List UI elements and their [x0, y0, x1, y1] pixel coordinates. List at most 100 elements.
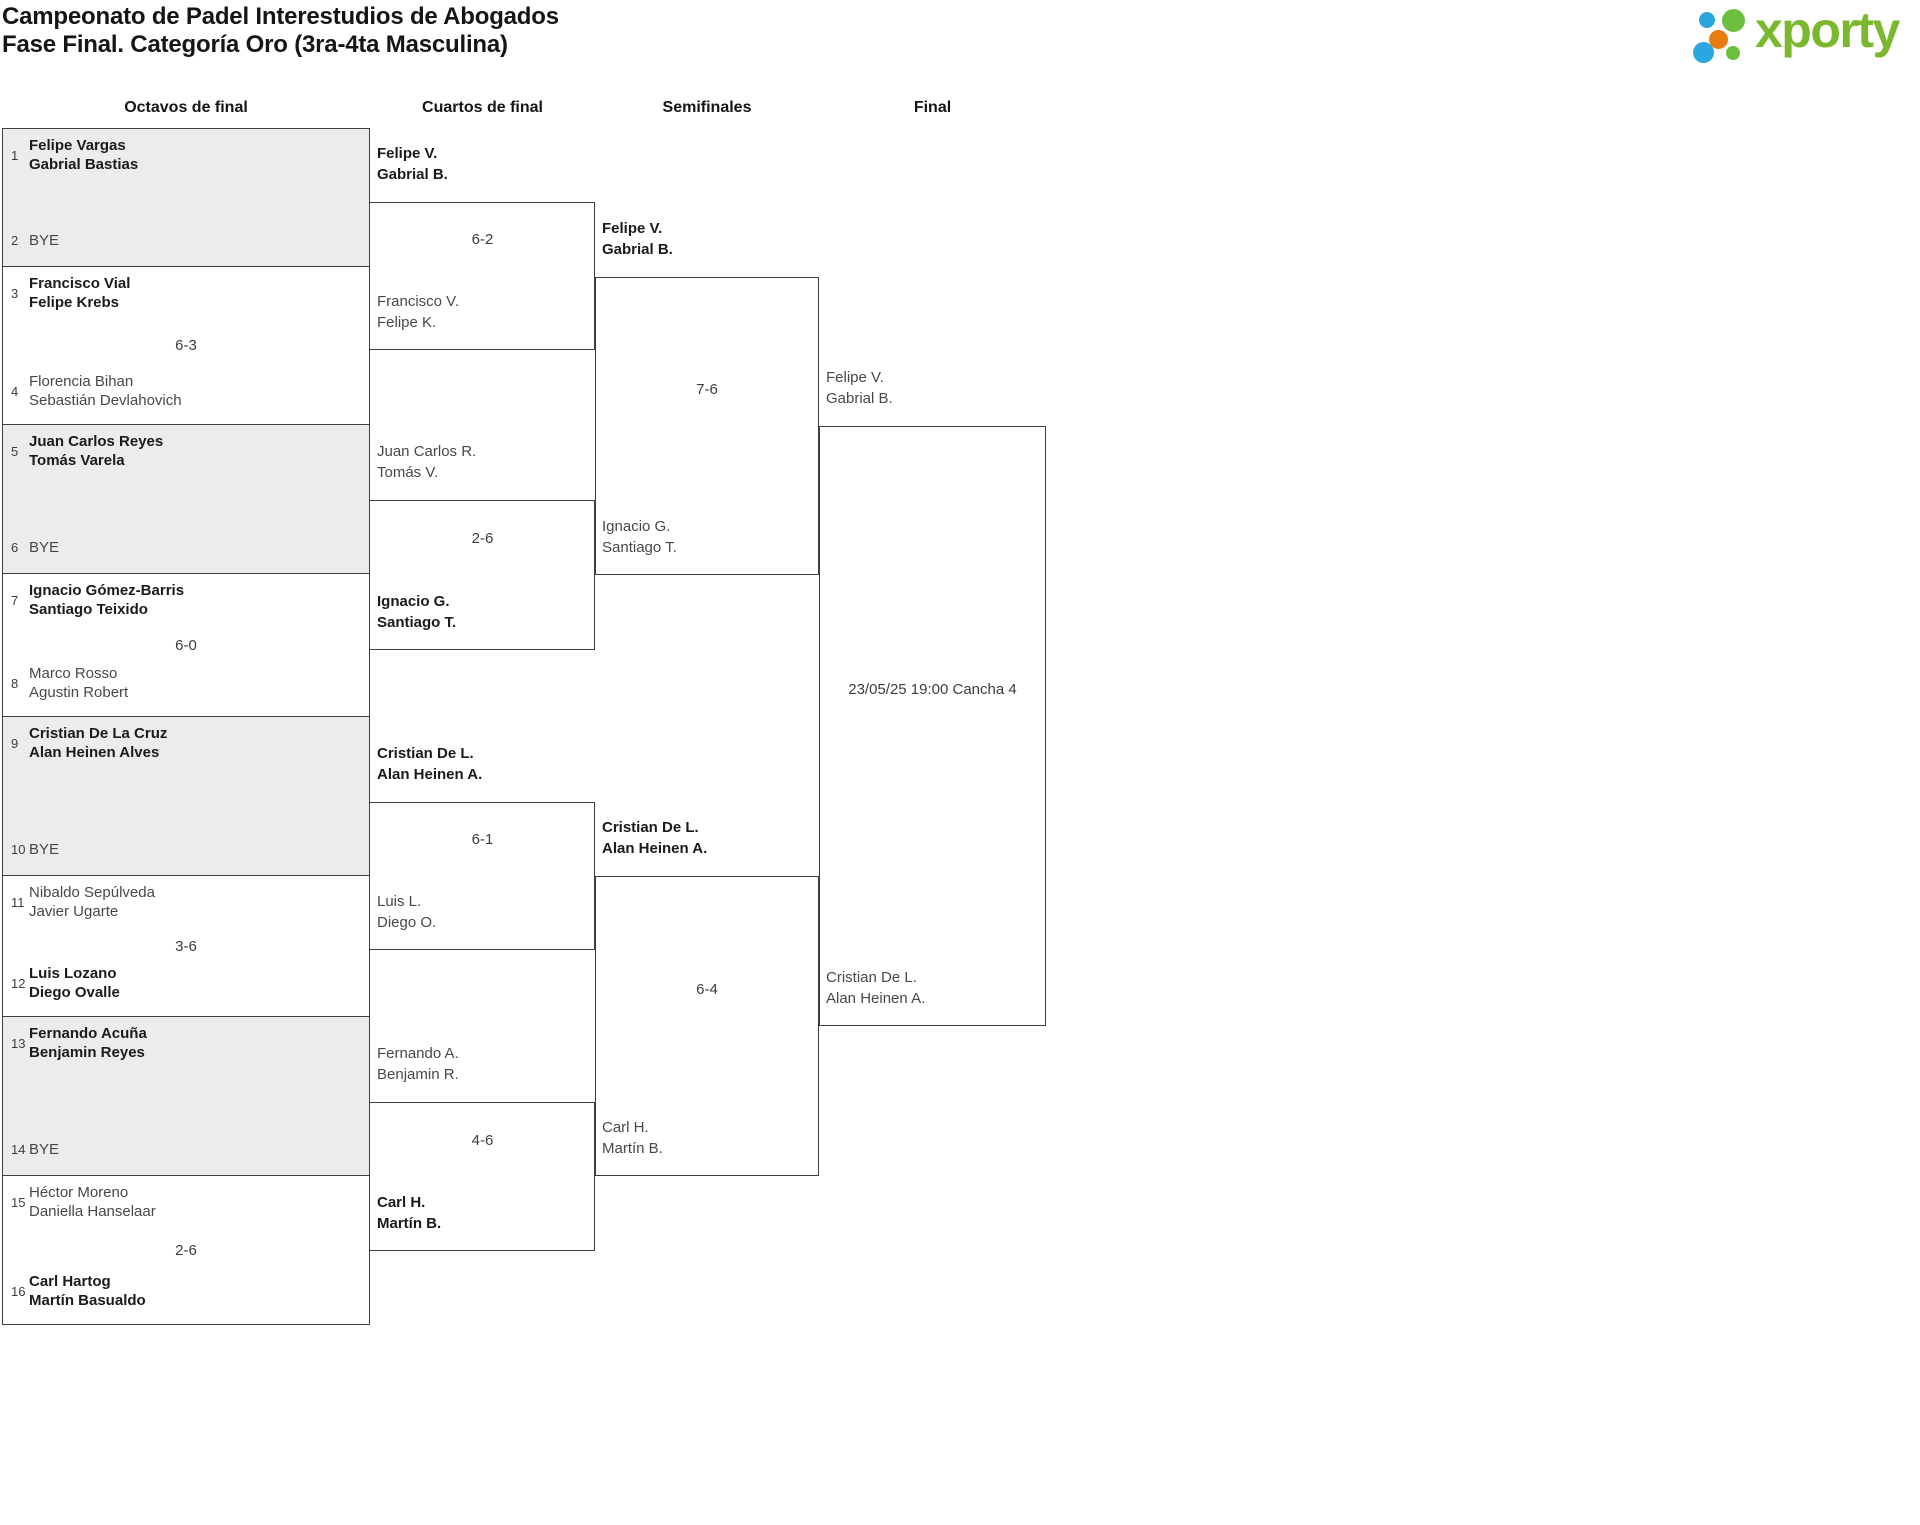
- cuartos-match-1-box: [370, 202, 595, 350]
- pair-name-line: Cristian De L.: [826, 969, 917, 986]
- round-header-final: Final: [913, 99, 952, 116]
- cuartos-match-2-box: [370, 500, 595, 650]
- team-names: BYE: [29, 538, 59, 557]
- team-name-line: Alan Heinen Alves: [29, 744, 160, 761]
- team-names: BYE: [29, 231, 59, 250]
- team-name-line: Francisco Vial: [29, 275, 131, 292]
- seed-number: 12: [11, 975, 26, 991]
- pair-name-line: Alan Heinen A.: [826, 990, 926, 1007]
- logo-dot-orange: [1709, 30, 1728, 49]
- final-schedule-note: 23/05/25 19:00 Cancha 4: [848, 681, 1017, 698]
- team-name-line: Santiago Teixido: [29, 601, 148, 618]
- cuartos-bottom-pair: Carl H.Martín B.: [377, 1192, 441, 1234]
- pair-name-line: Cristian De L.: [602, 819, 699, 836]
- seed-number: 8: [11, 675, 19, 691]
- seed-number: 10: [11, 842, 26, 857]
- cuartos-bottom-pair: Francisco V.Felipe K.: [377, 291, 459, 333]
- pair-name-line: Felipe V.: [377, 145, 438, 162]
- match-score: 6-2: [471, 231, 494, 248]
- seed-number: 9: [11, 735, 19, 751]
- page-title-line1: Campeonato de Padel Interestudios de Abo…: [2, 3, 559, 30]
- cuartos-match-3-box: [370, 802, 595, 950]
- team-name-line: BYE: [29, 232, 60, 249]
- pair-name-line: Diego O.: [377, 914, 437, 931]
- pair-name-line: Luis L.: [377, 893, 422, 910]
- cuartos-bottom-pair: Ignacio G.Santiago T.: [377, 591, 456, 633]
- round-header-cuartos: Cuartos de final: [422, 99, 543, 116]
- match-score: 2-6: [471, 530, 494, 547]
- pair-name-line: Felipe V.: [602, 220, 663, 237]
- semifinales-match-1-box: [595, 277, 819, 575]
- team-name-line: Luis Lozano: [29, 965, 117, 982]
- seed-number: 6: [11, 540, 19, 555]
- seed-number: 15: [11, 1194, 26, 1210]
- team-name-line: Ignacio Gómez-Barris: [29, 582, 185, 599]
- cuartos-top-pair: Cristian De L.Alan Heinen A.: [377, 743, 482, 785]
- seed-number: 3: [11, 285, 19, 301]
- cuartos-top-pair: Juan Carlos R.Tomás V.: [377, 441, 476, 483]
- team-name-line: Agustin Robert: [29, 684, 129, 701]
- pair-name-line: Francisco V.: [377, 293, 459, 310]
- xporty-logo[interactable]: xporty: [1685, 2, 1918, 64]
- cuartos-top-pair: Fernando A. Benjamin R.: [377, 1043, 459, 1085]
- pair-name-line: Gabrial B.: [602, 241, 673, 258]
- logo-dot-green-small: [1726, 46, 1740, 60]
- team-name-line: Nibaldo Sepúlveda: [29, 884, 155, 901]
- match-score: 2-6: [175, 1241, 197, 1259]
- team-name-line: Juan Carlos Reyes: [29, 433, 164, 450]
- semifinales-top-pair: Felipe V. Gabrial B.: [602, 218, 673, 260]
- seed-number: 4: [11, 383, 19, 399]
- team-name-line: BYE: [29, 539, 60, 556]
- team-name-line: Florencia Bihan: [29, 373, 134, 390]
- match-score: 3-6: [175, 937, 197, 955]
- seed-number: 1: [11, 147, 19, 163]
- logo-wordmark: xporty: [1755, 2, 1900, 58]
- pair-name-line: Benjamin R.: [377, 1066, 459, 1083]
- team-name-line: Felipe Vargas: [29, 137, 126, 154]
- pair-name-line: Alan Heinen A.: [602, 840, 708, 857]
- logo-dot-blue-large: [1693, 42, 1714, 63]
- match-score: 6-0: [175, 636, 197, 654]
- seed-number: 16: [11, 1283, 26, 1299]
- team-name-line: Javier Ugarte: [29, 903, 119, 920]
- pair-name-line: Fernando A.: [377, 1045, 459, 1062]
- pair-name-line: Santiago T.: [377, 614, 457, 631]
- team-names: BYE: [29, 840, 59, 859]
- pair-name-line: Santiago T.: [602, 539, 677, 556]
- team-name-line: Gabrial Bastias: [29, 156, 139, 173]
- match-score: 4-6: [471, 1131, 494, 1149]
- final-top-pair: Felipe V.Gabrial B.: [826, 367, 893, 409]
- semifinales-match-2-box: [595, 876, 819, 1176]
- team-name-line: Felipe Krebs: [29, 294, 120, 311]
- team-name-line: Tomás Varela: [29, 452, 125, 469]
- pair-name-line: Tomás V.: [377, 464, 439, 481]
- match-score: 7-6: [696, 381, 718, 398]
- match-score: 6-4: [696, 981, 718, 998]
